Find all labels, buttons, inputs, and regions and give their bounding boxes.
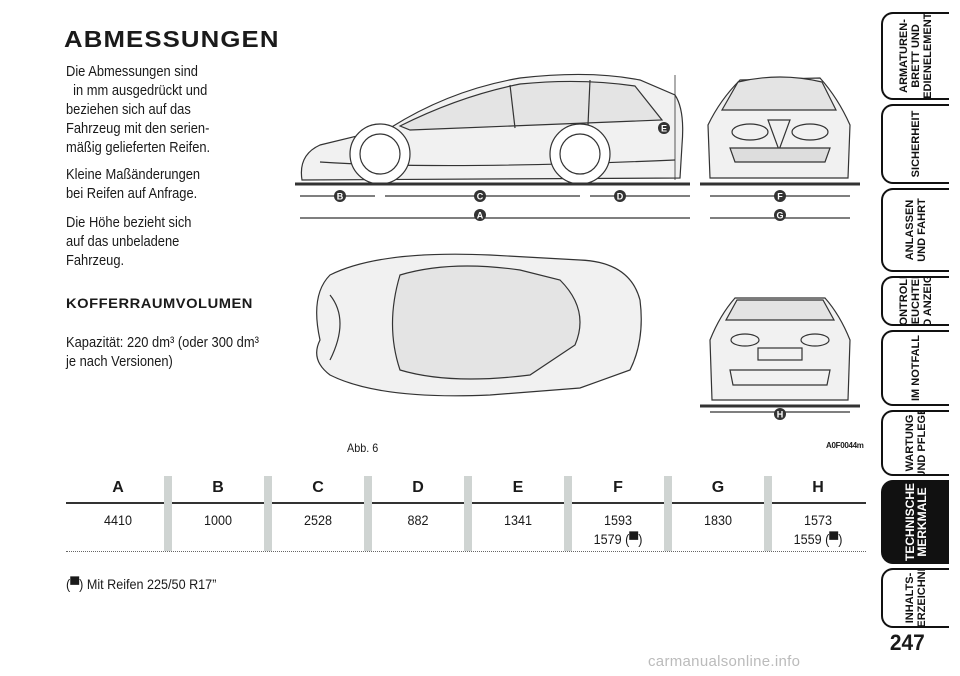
marker-a: A <box>474 209 486 221</box>
value-d: 882 <box>407 512 429 528</box>
svg-text:E: E <box>661 124 667 134</box>
marker-e: E <box>658 122 670 134</box>
column-divider <box>164 476 172 551</box>
column-divider <box>264 476 272 551</box>
marker-h: H <box>774 408 786 420</box>
value-a: 4410 <box>103 512 133 528</box>
svg-text:F: F <box>777 192 783 202</box>
height-note: Die Höhe bezieht sich auf das unbeladene… <box>66 214 192 269</box>
watermark: carmanualsonline.info <box>648 653 801 670</box>
car-rear-view <box>709 297 851 401</box>
svg-text:C: C <box>477 192 484 202</box>
page-number: 247 <box>889 630 925 655</box>
header-c: C <box>312 479 324 496</box>
tab-anlassen[interactable]: ANLASSEN UND FAHRT <box>881 188 949 272</box>
header-a: A <box>112 479 124 496</box>
column-divider <box>764 476 772 551</box>
value-e: 1341 <box>503 512 533 528</box>
car-top-view <box>316 253 642 397</box>
car-front-view <box>707 76 851 179</box>
column-divider <box>664 476 672 551</box>
marker-b: B <box>334 190 346 202</box>
header-g: G <box>711 479 725 496</box>
svg-text:G: G <box>776 211 783 221</box>
marker-d: D <box>614 190 626 202</box>
tyre-note: Kleine Maßänderungen bei Reifen auf Anfr… <box>66 166 201 202</box>
header-b: B <box>212 479 224 496</box>
tab-kontrollleuchten[interactable]: KONTROLL- LEUCHTEN UND ANZEIGEN <box>881 276 949 326</box>
tab-inhaltsverzeichnis[interactable]: INHALTS- VERZEICHNIS <box>881 568 949 628</box>
page-title: ABMESSUNGEN <box>64 26 280 52</box>
header-d: D <box>412 479 424 496</box>
column-divider <box>464 476 472 551</box>
dimensions-figure: B C D E A F G H <box>295 73 860 420</box>
boot-heading: KOFFERRAUMVOLUMEN <box>66 295 253 311</box>
value-b: 1000 <box>203 512 233 528</box>
svg-text:H: H <box>777 410 784 420</box>
value-c: 2528 <box>303 512 333 528</box>
value-g: 1830 <box>703 512 733 528</box>
tab-im-notfall[interactable]: IM NOTFALL <box>881 330 949 406</box>
tab-wartung[interactable]: WARTUNG UND PFLEGE <box>881 410 949 476</box>
boot-capacity: Kapazität: 220 dm³ (oder 300 dm³ je nach… <box>66 334 259 370</box>
marker-c: C <box>474 190 486 202</box>
header-h: H <box>812 479 824 496</box>
header-f: F <box>613 479 623 496</box>
tab-armaturenbrett[interactable]: ARMATUREN- BRETT UND BEDIENELEMENTE <box>881 12 949 100</box>
svg-text:D: D <box>617 192 624 202</box>
figure-caption: Abb. 6 <box>347 441 379 455</box>
column-divider <box>364 476 372 551</box>
marker-f: F <box>774 190 786 202</box>
table-rule <box>66 551 866 552</box>
svg-text:B: B <box>337 192 344 202</box>
svg-text:A: A <box>477 211 484 221</box>
car-side-view <box>300 73 684 185</box>
tab-sicherheit[interactable]: SICHERHEIT <box>881 104 949 184</box>
marker-g: G <box>774 209 786 221</box>
figure-code: A0F0044m <box>826 441 864 450</box>
footnote: (▀) Mit Reifen 225/50 R17” <box>66 576 217 592</box>
intro-text: Die Abmessungen sind in mm ausgedrückt u… <box>66 63 211 156</box>
tab-technische-merkmale[interactable]: TECHNISCHE MERKMALE <box>881 480 949 564</box>
header-e: E <box>512 479 524 496</box>
column-divider <box>564 476 572 551</box>
